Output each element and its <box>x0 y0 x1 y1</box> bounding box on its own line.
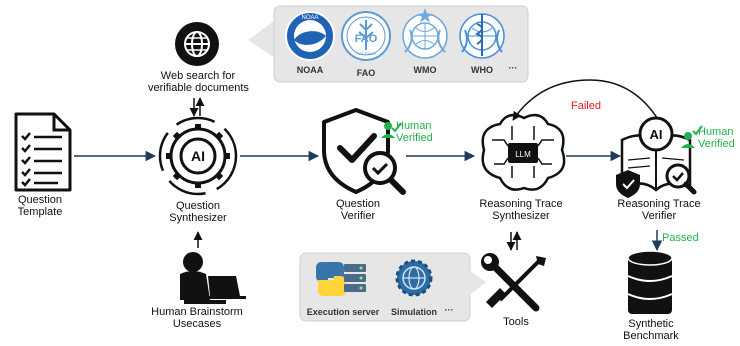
human-laptop-icon <box>180 252 246 304</box>
arrow-failed-feedback <box>512 79 663 127</box>
tools-more-ellipsis: ··· <box>444 305 454 315</box>
noaa-logo-text: NOAA <box>301 15 318 21</box>
ai-gear-icon: AI <box>158 116 238 196</box>
sources-more-ellipsis: ··· <box>508 63 518 73</box>
source-label-wmo: WMO <box>413 65 437 75</box>
ai-text-2: AI <box>650 127 663 142</box>
failed-label: Failed <box>571 100 601 112</box>
ai-text: AI <box>191 148 205 164</box>
tools-panel <box>299 252 486 322</box>
python-server-icon <box>316 262 366 296</box>
noaa-logo-icon: NOAA <box>285 11 335 61</box>
llm-text: LLM <box>515 150 531 159</box>
book-ai-verifier-icon: AI <box>616 116 697 198</box>
wmo-logo-icon <box>402 8 448 59</box>
source-label-noaa: NOAA <box>296 65 324 75</box>
tool-label-simulation: Simulation <box>390 307 437 317</box>
tools-label: Tools <box>503 316 529 328</box>
globe-icon <box>175 22 219 66</box>
fao-motto-text: FIAT PANIS <box>355 51 376 56</box>
document-checklist-icon <box>14 112 72 192</box>
tool-label-execution-server: Execution server <box>306 307 380 317</box>
passed-label: Passed <box>662 232 699 244</box>
database-icon <box>627 250 673 314</box>
human-verified-badge-icon <box>381 122 402 138</box>
sources-panel: NOAA FAO FIAT PANIS <box>248 5 529 83</box>
wrench-screwdriver-icon <box>481 253 546 312</box>
llm-brain-icon: LLM <box>481 113 566 191</box>
source-label-fao: FAO <box>356 68 376 78</box>
fao-logo-icon: FAO FIAT PANIS <box>341 11 391 61</box>
shield-check-icon <box>322 108 406 195</box>
fao-logo-text: FAO <box>355 33 378 45</box>
source-label-who: WHO <box>471 65 493 75</box>
who-logo-icon <box>459 13 505 59</box>
human-verified-badge-icon-2 <box>681 125 703 148</box>
simulation-globe-icon <box>395 259 433 297</box>
